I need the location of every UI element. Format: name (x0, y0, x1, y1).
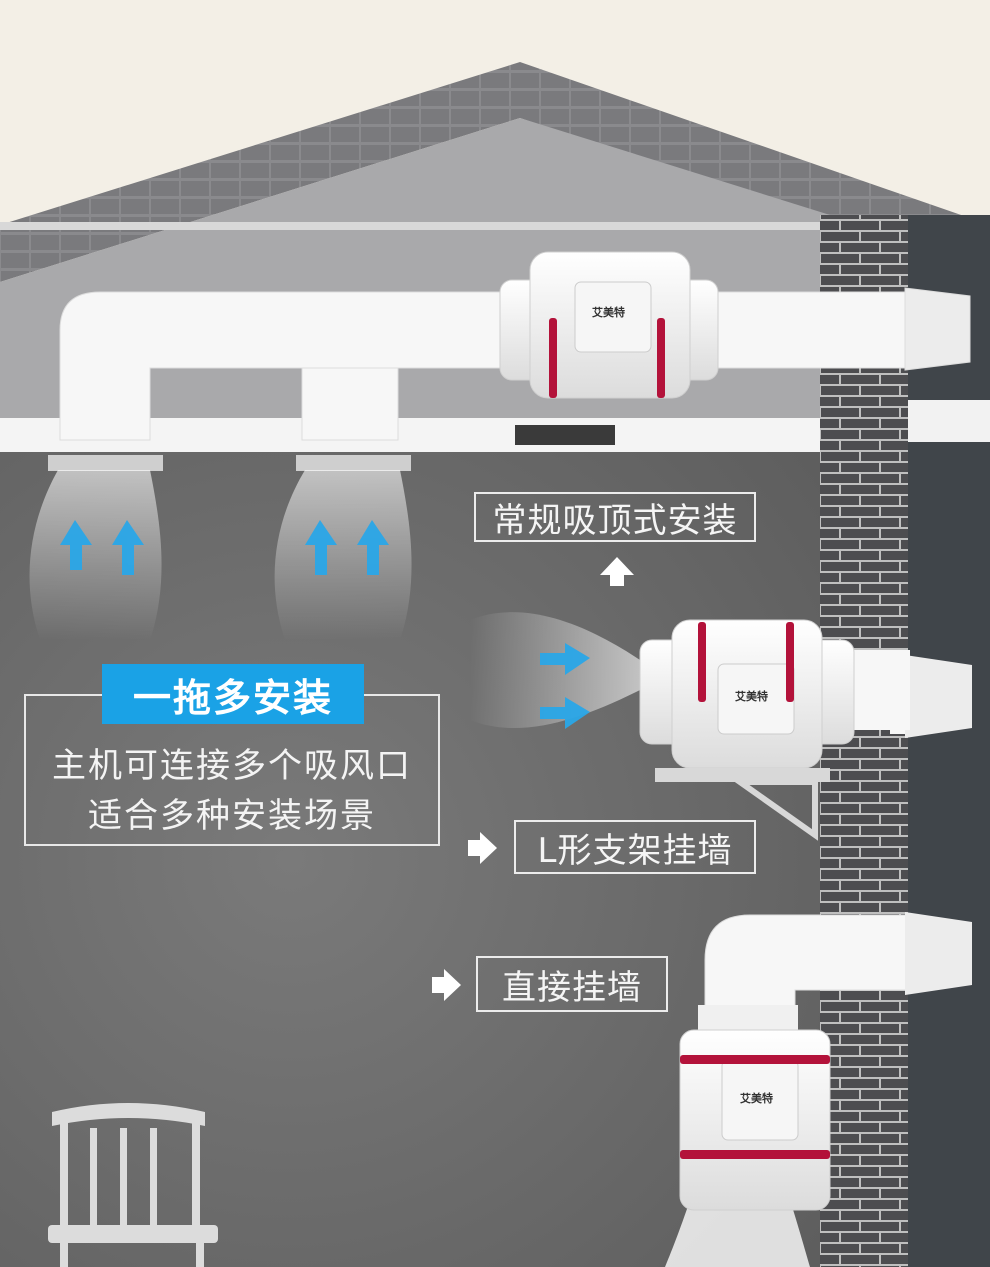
label-ceiling-install: 常规吸顶式安装 (474, 492, 756, 542)
fan-ceiling (499, 251, 719, 399)
feature-title: 一拖多安装 (102, 664, 364, 724)
up-arrow-icon (600, 557, 634, 586)
fan-direct-wall (679, 912, 972, 1211)
brand-mark-1: 艾美特 (592, 306, 625, 319)
chair (48, 1103, 218, 1267)
label-direct-wall: 直接挂墙 (476, 956, 668, 1012)
feature-line-2: 适合多种安装场景 (88, 796, 376, 836)
fan-l-bracket (639, 619, 972, 841)
feature-line-1: 主机可连接多个吸风口 (52, 746, 412, 786)
roof (0, 62, 990, 282)
airflow-arrows (60, 520, 590, 729)
right-arrow-icon-1 (468, 832, 497, 864)
brand-mark-3: 艾美特 (740, 1092, 773, 1105)
label-l-bracket: L形支架挂墙 (514, 820, 756, 874)
vent-airflow (29, 470, 810, 1267)
brand-mark-2: 艾美特 (735, 690, 768, 703)
right-arrow-icon-2 (432, 969, 461, 1001)
